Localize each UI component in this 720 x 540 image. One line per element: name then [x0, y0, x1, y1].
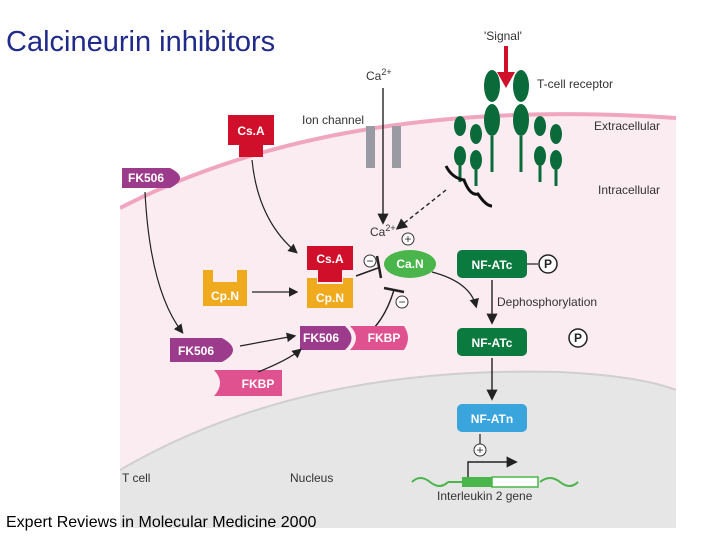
fkbp-inhibition-bar — [383, 286, 405, 294]
cell-region — [120, 112, 676, 528]
fk506-top: FK506 — [122, 168, 180, 188]
svg-text:NF-ATn: NF-ATn — [471, 412, 513, 426]
csa-inhibition-bar — [375, 255, 383, 279]
t-cell-receptor — [454, 70, 562, 186]
transcription-start-arrow — [467, 456, 518, 478]
minus-sign-can-text: − — [366, 254, 373, 268]
svg-text:FKBP: FKBP — [242, 377, 275, 391]
dashed-signal-arrow — [395, 189, 447, 230]
cpn-free: Cp.N — [203, 270, 247, 306]
fkbp-free: FKBP — [214, 370, 282, 396]
signal-arrow-head — [497, 72, 515, 88]
svg-text:FK506: FK506 — [303, 331, 339, 345]
ca-mid-label: Ca2+ — [370, 223, 396, 239]
svg-text:Cs.A: Cs.A — [316, 252, 344, 266]
nfatc-phosphorylated: NF-ATc — [457, 250, 527, 278]
ion-channel-label: Ion channel — [302, 113, 364, 127]
minus-sign-below-text: − — [398, 295, 405, 309]
phosphate-1 — [538, 254, 558, 274]
csa-binding-arrow — [251, 159, 298, 254]
svg-text:Cp.N: Cp.N — [211, 289, 239, 303]
nfatc-dephosphorylated: NF-ATc — [457, 328, 527, 356]
ion-channel-left — [366, 126, 375, 168]
can-action-arrow — [431, 271, 479, 309]
phosphate-2-text: P — [574, 331, 582, 345]
il2-gene-label: Interleukin 2 gene — [437, 489, 533, 503]
t-cell-label: T cell — [122, 471, 150, 485]
nucleus-region — [120, 371, 676, 528]
slide-title: Calcineurin inhibitors — [6, 26, 276, 58]
csa-inhibition-line — [355, 267, 379, 277]
plus-sign-gene-text: + — [476, 443, 483, 457]
svg-text:Ca.N: Ca.N — [396, 257, 423, 271]
t-cell-receptor-label: T-cell receptor — [537, 77, 613, 91]
fkbp-complex-arrow — [257, 348, 302, 373]
svg-text:FK506: FK506 — [178, 344, 214, 358]
nuclear-envelope — [120, 370, 676, 471]
svg-text:NF-ATc: NF-ATc — [472, 336, 513, 350]
svg-text:FKBP: FKBP — [368, 331, 401, 345]
il2-gene — [411, 476, 579, 488]
fk506-binding-arrow — [144, 191, 184, 334]
fk506-complex-arrow — [239, 332, 297, 347]
svg-text:FK506: FK506 — [128, 171, 164, 185]
plus-sign-ca-text: + — [404, 232, 411, 246]
fk506-free: FK506 — [170, 338, 233, 362]
intracellular-label: Intracellular — [598, 183, 660, 197]
svg-text:NF-ATc: NF-ATc — [472, 258, 513, 272]
ion-channel-right — [392, 126, 401, 168]
csa-top: Cs.A — [228, 115, 274, 157]
signal-label: 'Signal' — [484, 29, 522, 43]
plus-sign-gene — [473, 443, 487, 457]
fk506-fkbp-complex: FK506 FKBP — [300, 326, 408, 350]
svg-text:Cp.N: Cp.N — [316, 291, 344, 305]
ca-top-label: Ca2+ — [366, 67, 392, 83]
phosphate-1-text: P — [544, 257, 552, 271]
calcineurin: Ca.N — [384, 250, 436, 278]
extracellular-label: Extracellular — [594, 119, 660, 133]
plus-sign-ca — [401, 232, 415, 246]
svg-text:Cs.A: Cs.A — [237, 124, 265, 138]
signal-transducer — [444, 165, 493, 208]
csa-cpn-complex: Cs.A Cp.N — [307, 246, 353, 308]
source-credit: Expert Reviews in Molecular Medicine 200… — [6, 514, 317, 531]
minus-sign-below — [395, 295, 409, 309]
dephosphorylation-label: Dephosphorylation — [497, 295, 597, 309]
nucleus-label: Nucleus — [290, 471, 333, 485]
nfatn: NF-ATn — [457, 404, 527, 432]
minus-sign-can — [363, 254, 377, 268]
phosphate-2 — [568, 328, 588, 348]
